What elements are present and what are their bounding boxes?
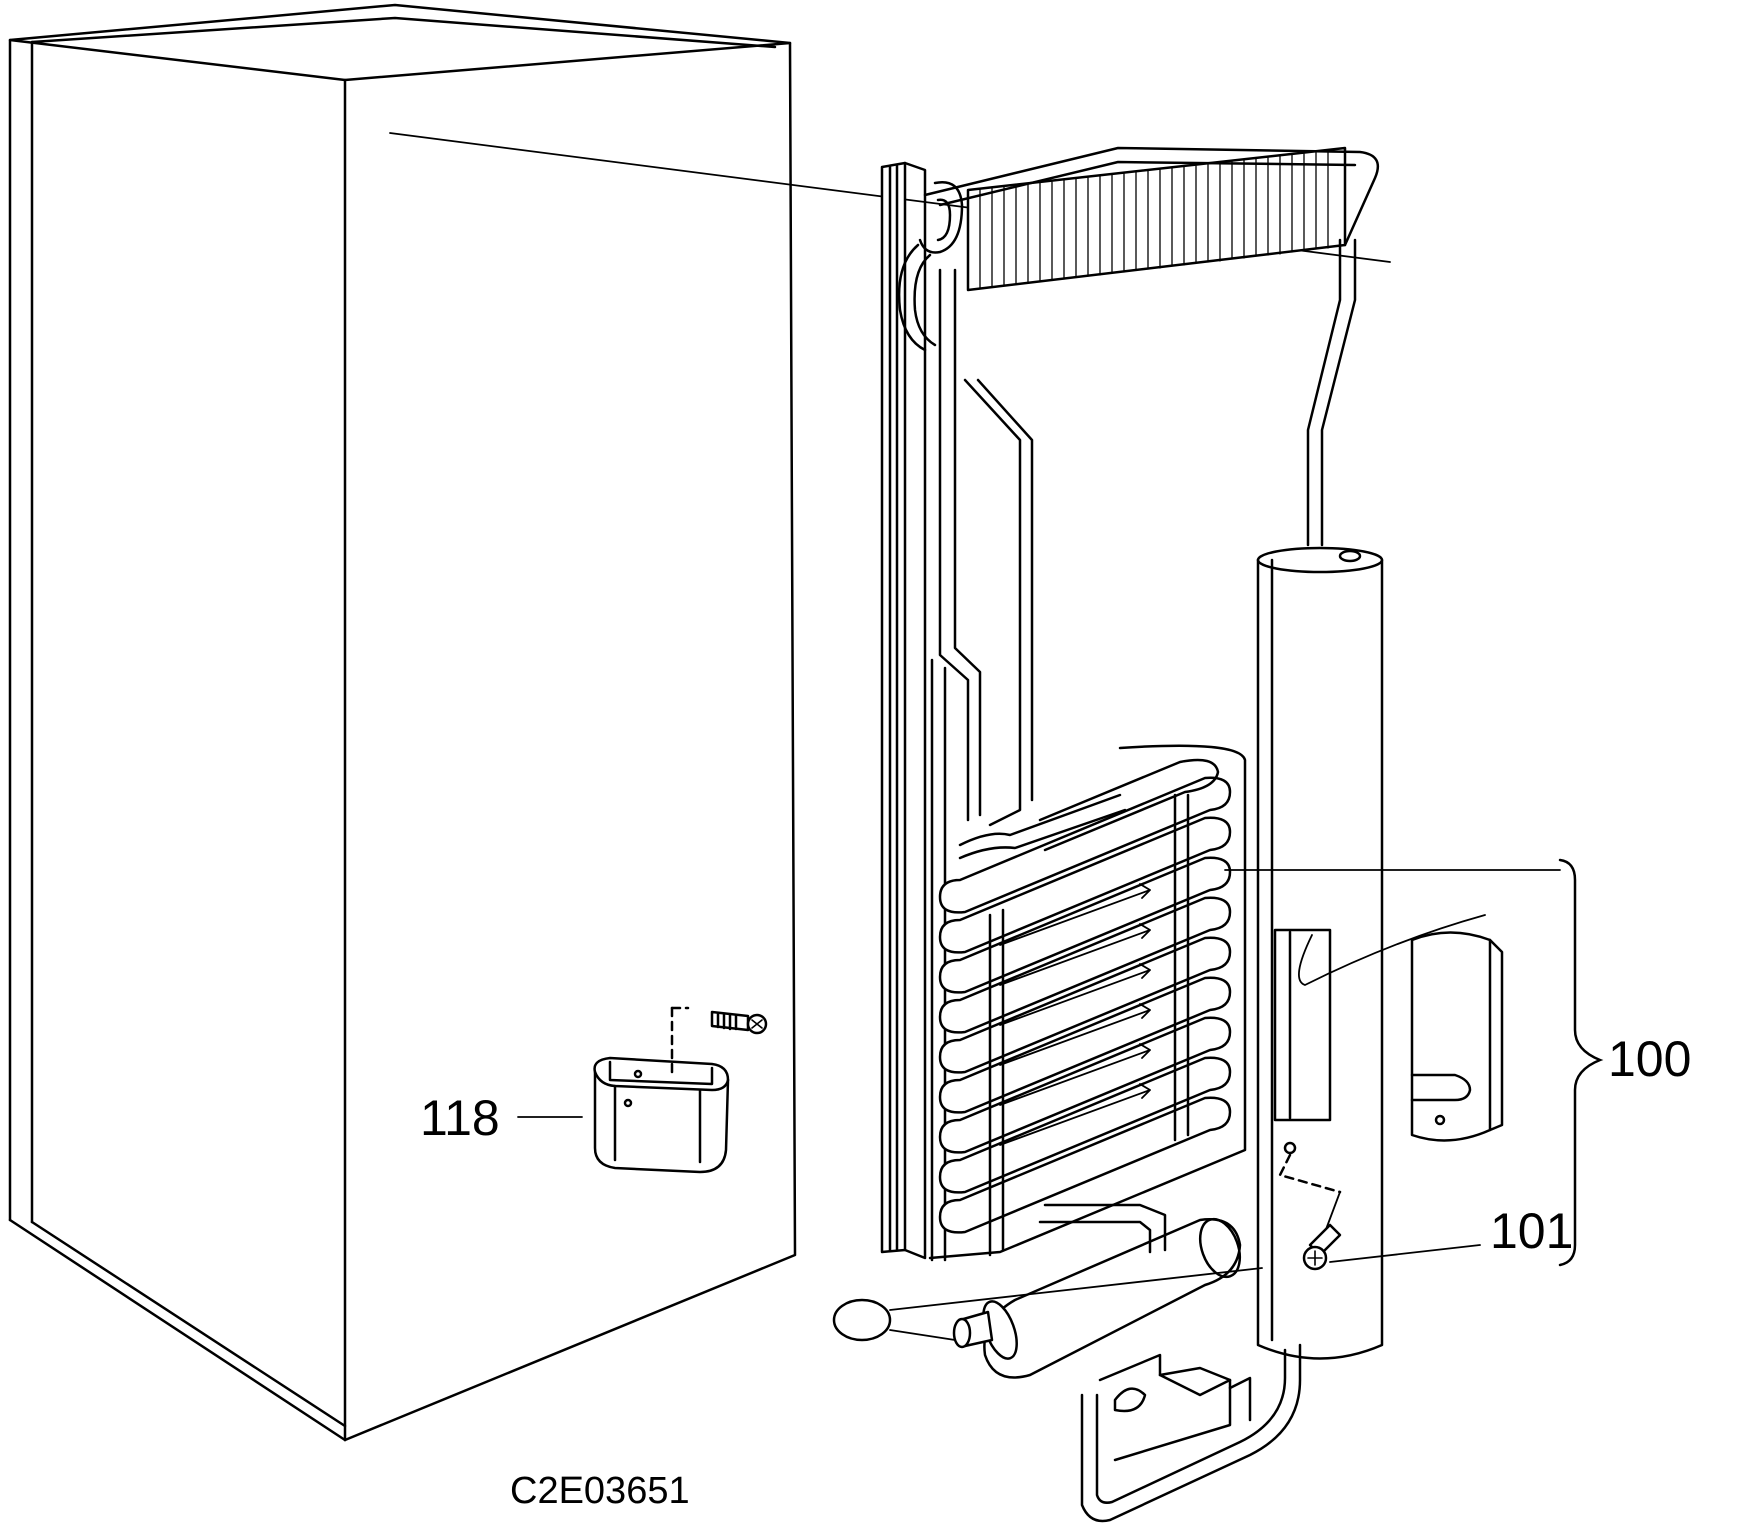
condenser-fins xyxy=(923,146,1380,292)
coil-assembly xyxy=(928,744,1247,1260)
rear-mounting-rail xyxy=(880,161,927,1260)
cap-connector xyxy=(889,1267,1263,1341)
callout-100: 100 xyxy=(1608,1031,1691,1087)
callout-118: 118 xyxy=(420,1090,500,1146)
reservoir-tank xyxy=(952,1203,1242,1379)
refrigerator-cabinet xyxy=(8,3,797,1442)
bracket-118 xyxy=(593,1006,730,1174)
boiler-assembly xyxy=(1256,546,1486,1360)
drawing-code: C2E03651 xyxy=(510,1470,690,1512)
base-frame xyxy=(1080,1343,1302,1523)
callout-101: 101 xyxy=(1490,1203,1573,1259)
leader-101 xyxy=(1329,1244,1481,1263)
cap-icon xyxy=(832,1298,892,1342)
screw-101-icon xyxy=(1302,1223,1342,1271)
screw-bracket-icon xyxy=(710,1010,768,1035)
heater-clip xyxy=(1410,931,1504,1142)
brace-100 xyxy=(1558,858,1604,1267)
